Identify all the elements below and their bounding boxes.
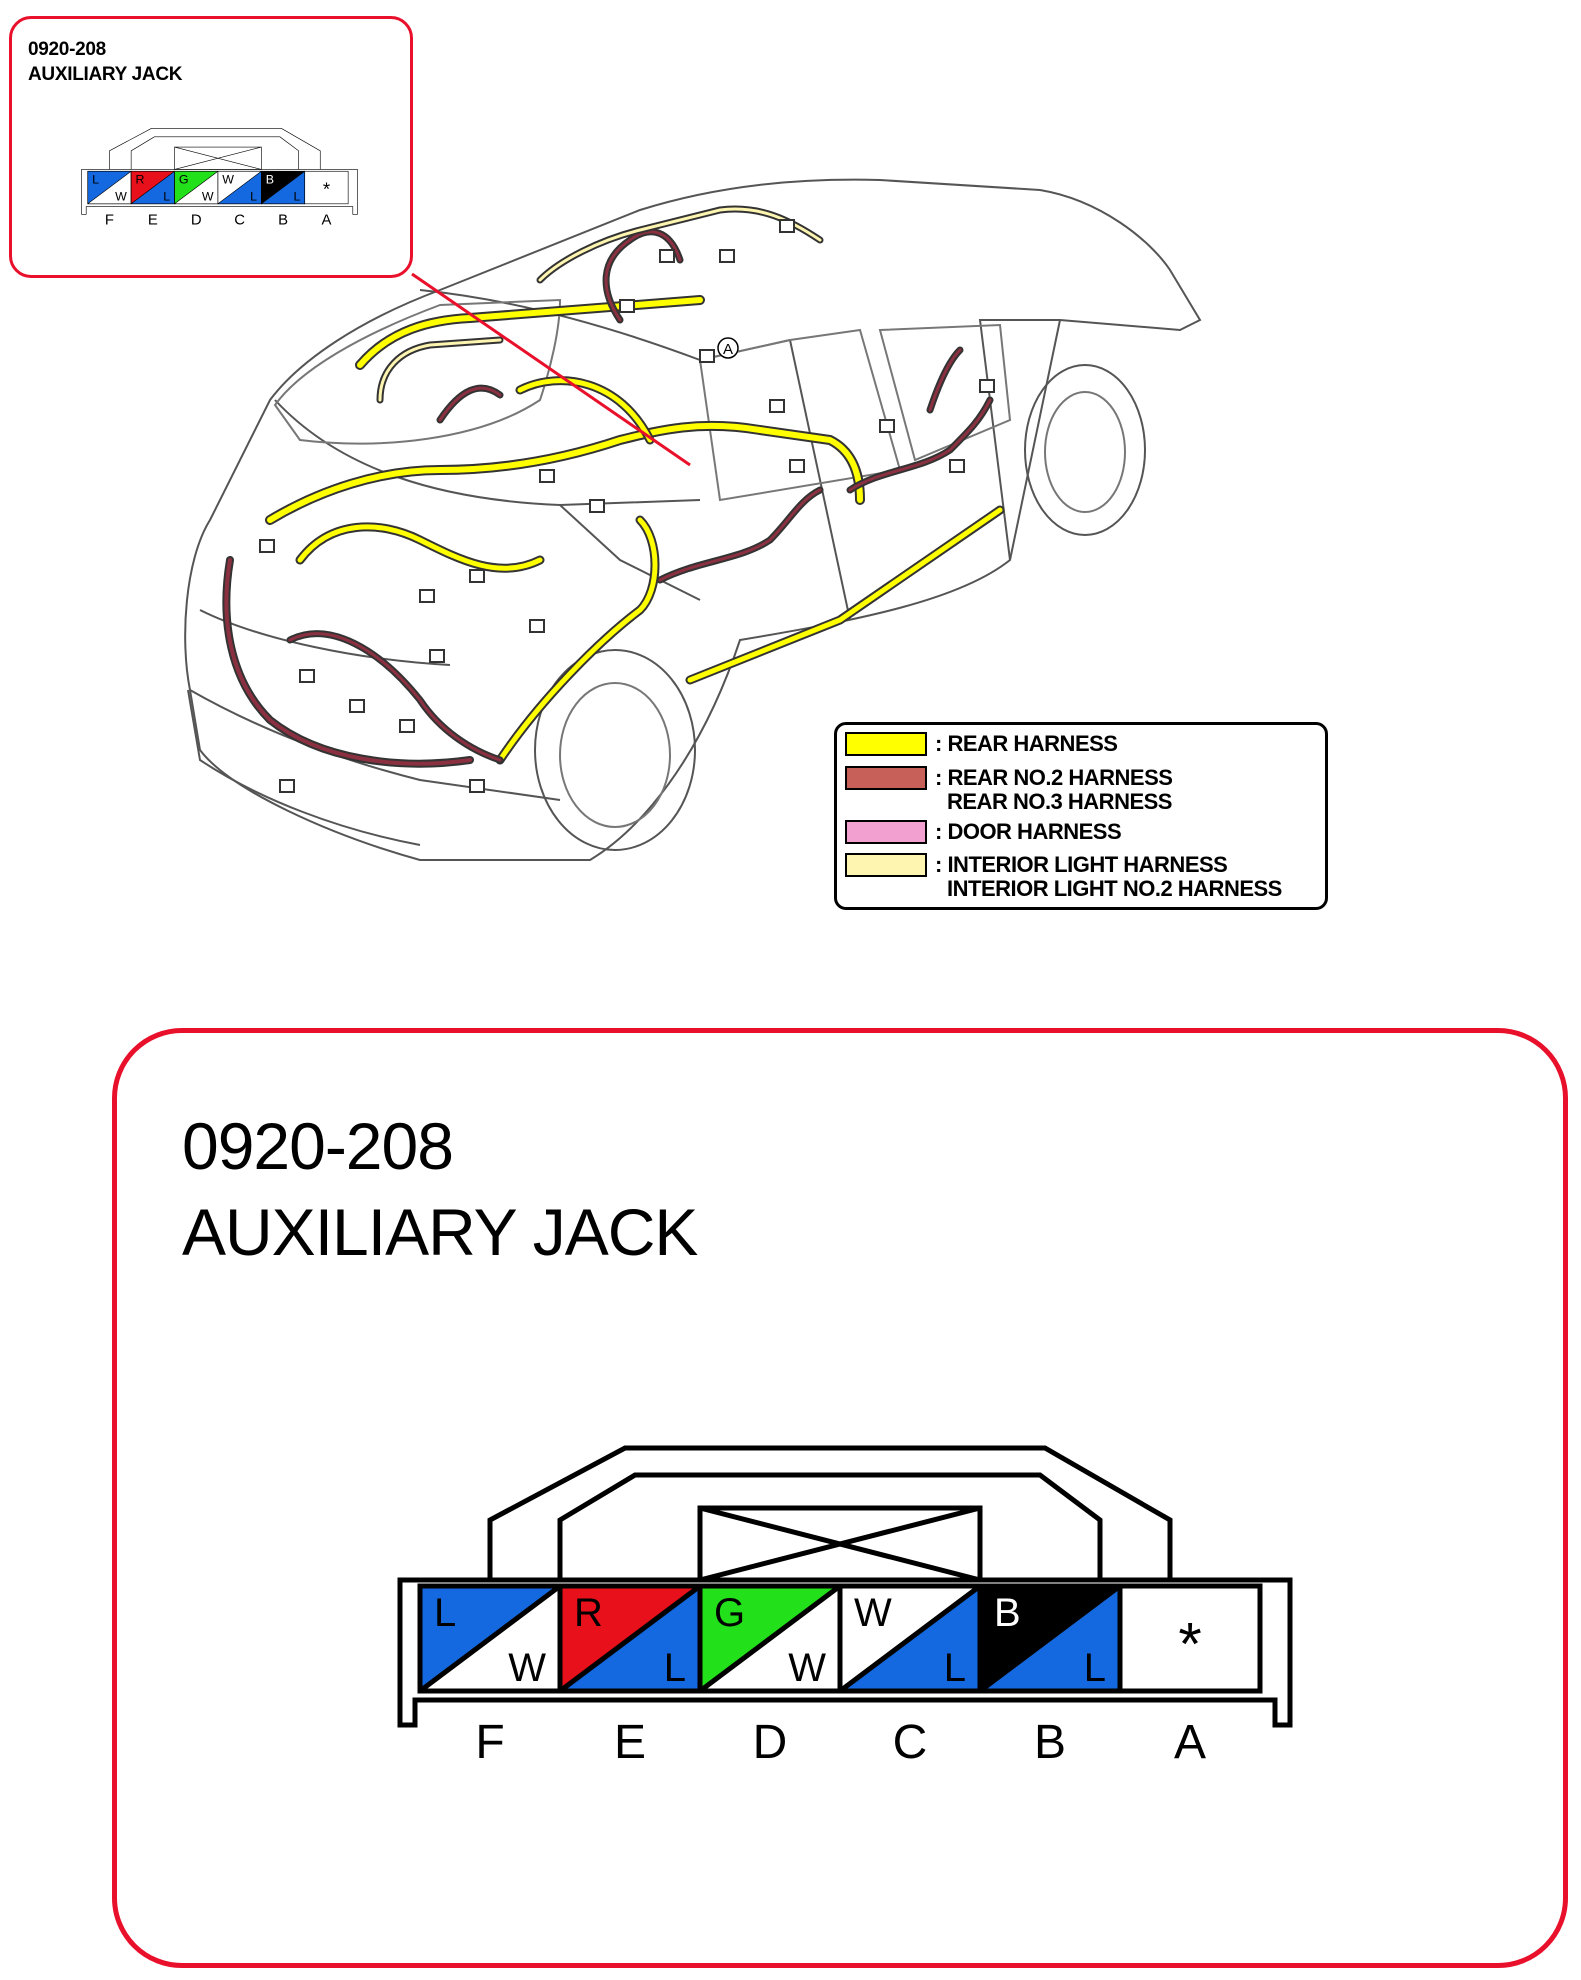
terminal-label: B	[278, 213, 288, 226]
terminal-primary-color-code: R	[135, 173, 144, 187]
terminal-primary-color-code: W	[854, 1591, 892, 1635]
terminal-label: C	[893, 1716, 928, 1769]
legend-label: : REAR NO.2 HARNESS REAR NO.3 HARNESS	[935, 765, 1173, 814]
terminal-primary-color-code: B	[994, 1591, 1021, 1635]
car-body-outline	[184, 178, 1202, 861]
legend-swatch	[845, 853, 927, 877]
harness-legend: : REAR HARNESS : REAR NO.2 HARNESS REAR …	[834, 722, 1328, 910]
terminal-label: D	[191, 213, 202, 226]
connector-latch	[109, 128, 321, 170]
terminal-A: *	[1117, 1583, 1263, 1694]
terminal-B: BL	[261, 170, 306, 205]
terminal-E: RL	[557, 1583, 703, 1694]
terminal-secondary-color-code: L	[294, 190, 301, 204]
legend-swatch	[845, 766, 927, 790]
terminal-secondary-color-code: W	[508, 1646, 546, 1690]
legend-swatch	[845, 732, 927, 756]
terminal-E: RL	[130, 170, 175, 205]
terminal-unused-mark: *	[323, 179, 330, 200]
connector-name: AUXILIARY JACK	[182, 1195, 698, 1269]
connector-code: 0920-208	[182, 1109, 454, 1183]
legend-item-rear-no2-harness: : REAR NO.2 HARNESS REAR NO.3 HARNESS	[845, 765, 1173, 814]
callout-small-name: AUXILIARY JACK	[28, 64, 183, 85]
terminal-secondary-color-code: W	[115, 190, 127, 204]
terminal-F: LW	[87, 170, 132, 205]
terminal-primary-color-code: G	[179, 173, 189, 187]
location-marker-A: A	[723, 341, 733, 358]
legend-label: : INTERIOR LIGHT HARNESS INTERIOR LIGHT …	[935, 852, 1282, 901]
terminal-unused-mark: *	[1178, 1611, 1201, 1678]
terminal-label: B	[1034, 1716, 1066, 1769]
legend-item-interior-light-harness: : INTERIOR LIGHT HARNESS INTERIOR LIGHT …	[845, 853, 1282, 901]
legend-swatch	[845, 820, 927, 844]
connector-latch	[487, 1445, 1173, 1580]
terminal-secondary-color-code: L	[664, 1646, 686, 1690]
terminal-label: E	[614, 1716, 646, 1769]
terminal-label: A	[1174, 1716, 1206, 1769]
terminal-C: WL	[217, 170, 262, 205]
callout-leader-line	[411, 272, 691, 467]
terminal-primary-color-code: L	[434, 1591, 456, 1635]
terminal-D: GW	[697, 1583, 843, 1694]
legend-label: : REAR HARNESS	[935, 731, 1118, 756]
terminal-B: BL	[977, 1583, 1123, 1694]
rear-wheel	[534, 649, 696, 851]
terminal-secondary-color-code: L	[1084, 1646, 1106, 1690]
terminal-F: LW	[417, 1583, 563, 1694]
terminal-C: WL	[837, 1583, 983, 1694]
terminal-secondary-color-code: L	[250, 190, 257, 204]
terminal-primary-color-code: L	[92, 173, 99, 187]
legend-item-door-harness: : DOOR HARNESS	[845, 819, 1122, 844]
terminal-label: C	[234, 213, 245, 226]
rear-no2-no3-harness-wires	[222, 228, 994, 768]
rear-harness-wires	[265, 295, 1005, 765]
terminal-secondary-color-code: L	[944, 1646, 966, 1690]
vehicle-harness-drawing: A	[184, 178, 1202, 861]
terminal-secondary-color-code: W	[788, 1646, 826, 1690]
legend-item-rear-harness: : REAR HARNESS	[845, 731, 1118, 756]
terminal-D: GW	[174, 170, 219, 205]
terminal-primary-color-code: R	[574, 1591, 603, 1635]
terminal-secondary-color-code: L	[163, 190, 170, 204]
terminal-primary-color-code: W	[222, 173, 234, 187]
connector-callout-large	[112, 1028, 1568, 1968]
harness-connectors	[259, 219, 995, 793]
terminal-A: *	[304, 170, 349, 205]
terminal-label: E	[148, 213, 158, 226]
terminal-label: D	[753, 1716, 788, 1769]
terminal-primary-color-code: B	[266, 173, 274, 187]
terminal-secondary-color-code: W	[202, 190, 214, 204]
terminal-primary-color-code: G	[714, 1591, 745, 1635]
terminal-label: A	[321, 213, 331, 226]
legend-label: : DOOR HARNESS	[935, 819, 1122, 844]
terminal-label: F	[105, 213, 114, 226]
callout-small-code: 0920-208	[28, 39, 106, 60]
terminal-label: F	[475, 1716, 504, 1769]
front-wheel	[1024, 364, 1146, 536]
